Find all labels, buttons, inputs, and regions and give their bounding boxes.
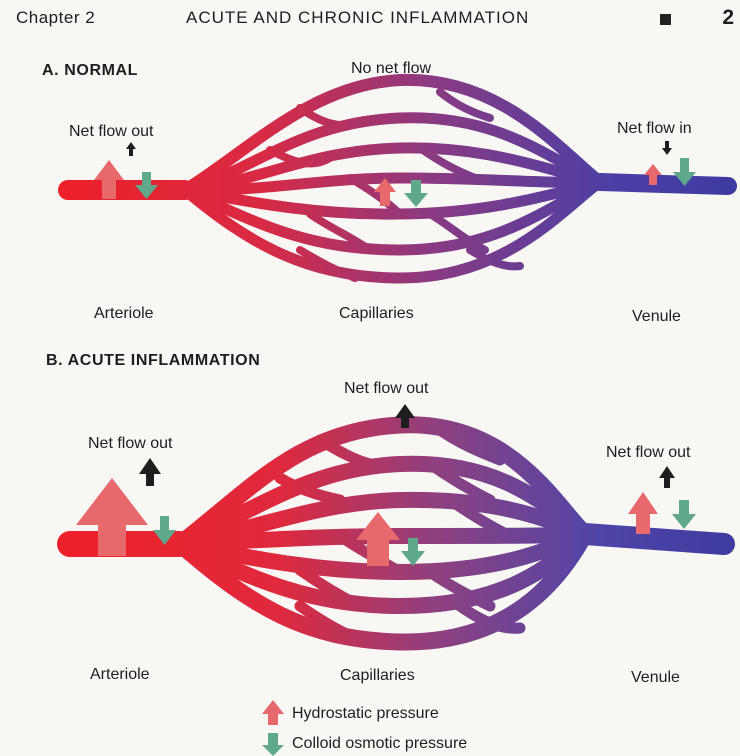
panel-a-right-flow: Net flow in <box>617 120 692 138</box>
panel-b-arteriole-label: Arteriole <box>90 666 150 684</box>
panel-a-arteriole-label: Arteriole <box>94 305 154 323</box>
hydrostatic-arrow-icon <box>356 512 400 566</box>
panel-b-left-flow: Net flow out <box>88 435 172 453</box>
normal-venule <box>600 182 728 186</box>
legend-colloid-label: Colloid osmotic pressure <box>292 735 467 753</box>
panel-b-capillaries-label: Capillaries <box>340 667 415 685</box>
colloid-arrow-icon <box>404 180 428 207</box>
legend-hydrostatic-icon <box>262 700 284 725</box>
panel-a-label: A. NORMAL <box>42 62 138 80</box>
panel-b-center-flow: Net flow out <box>344 380 428 398</box>
panel-a-capillaries-label: Capillaries <box>339 305 414 323</box>
normal-cross-link <box>300 108 360 125</box>
colloid-arrow-icon <box>672 500 696 529</box>
panel-b-label: B. ACUTE INFLAMMATION <box>46 352 260 370</box>
normal-vessel-network <box>68 80 728 278</box>
panel-a-venule-label: Venule <box>632 308 681 326</box>
flow-out-arrow-icon <box>139 458 161 486</box>
panel-a-center-flow: No net flow <box>351 60 431 78</box>
inflamed-cross-link <box>320 440 370 464</box>
panel-a-left-flow: Net flow out <box>69 123 153 141</box>
flow-out-arrow-icon <box>659 466 675 488</box>
flow-out-arrow-icon <box>126 142 136 156</box>
panel-b-venule-label: Venule <box>631 669 680 687</box>
panel-b-right-flow: Net flow out <box>606 444 690 462</box>
legend-colloid-icon <box>262 733 284 756</box>
legend-hydrostatic-label: Hydrostatic pressure <box>292 705 439 723</box>
inflamed-venule <box>585 534 724 544</box>
flow-in-arrow-icon <box>662 141 672 155</box>
